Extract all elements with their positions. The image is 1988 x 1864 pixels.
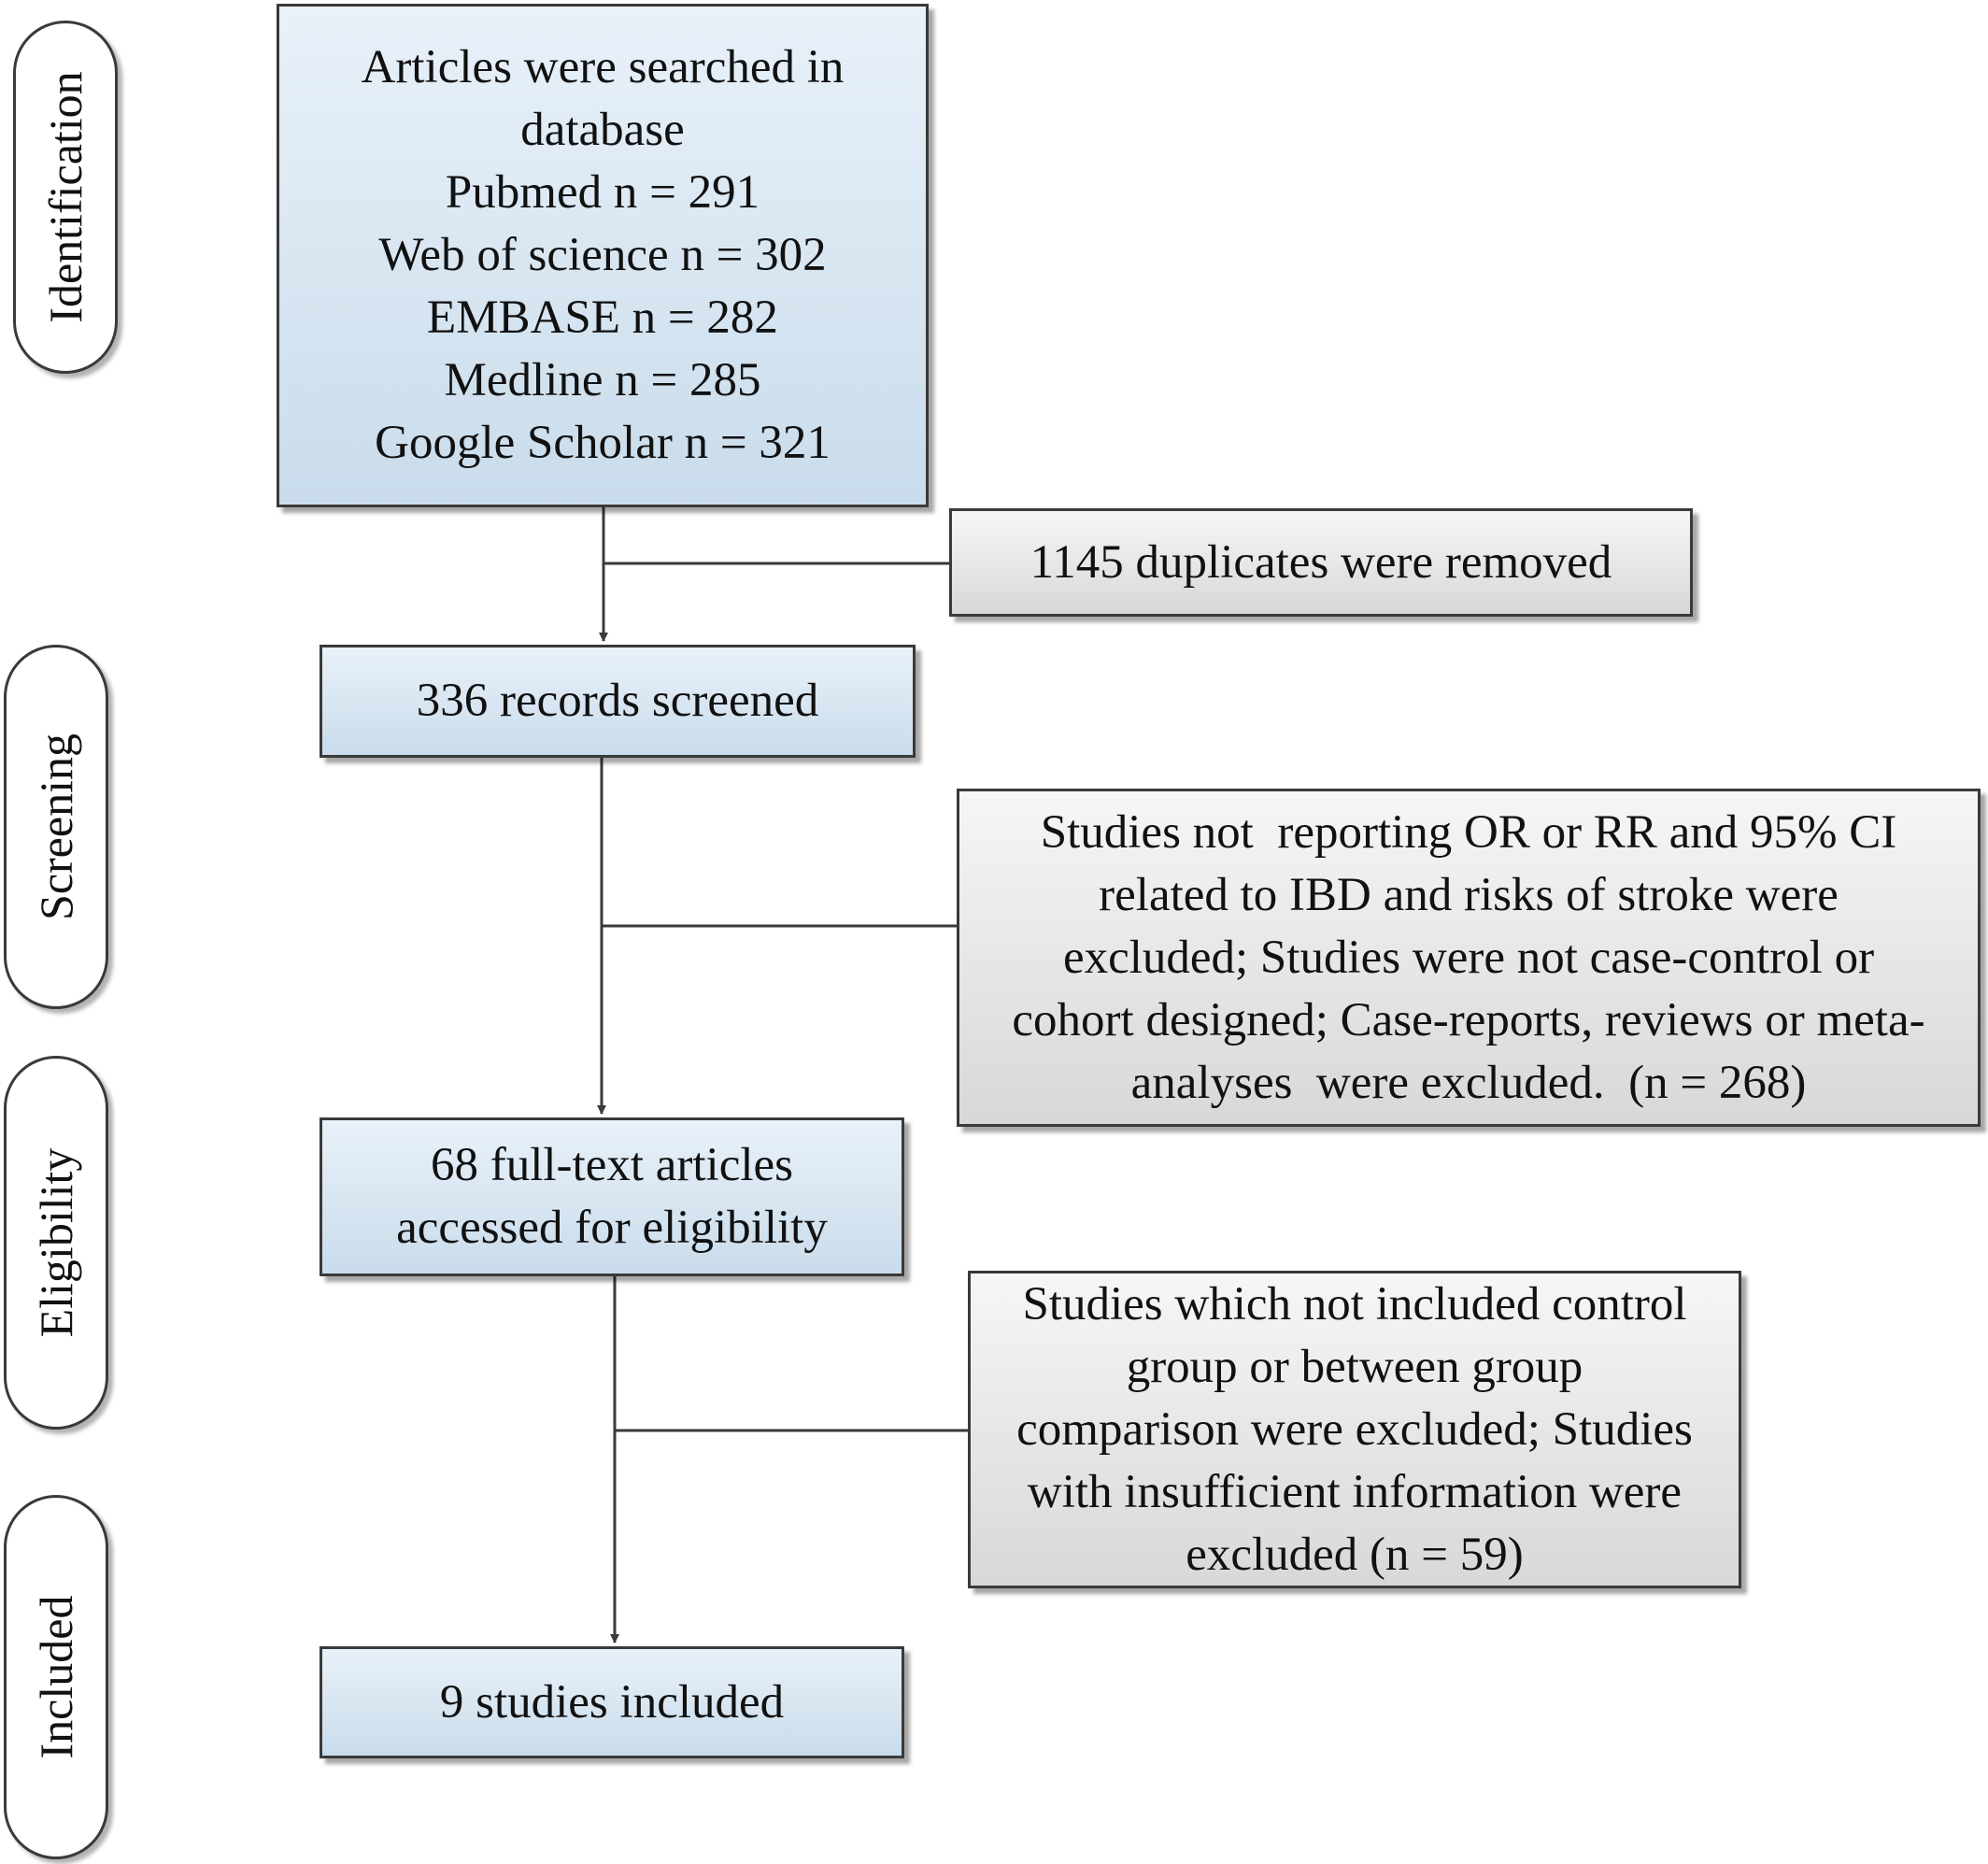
exclusion2-line: excluded (n = 59) xyxy=(1186,1528,1524,1581)
exclusion2-line: comparison were excluded; Studies xyxy=(1016,1402,1693,1456)
search-line: Pubmed n = 291 xyxy=(445,166,760,219)
stage-screening: Screening xyxy=(4,645,108,1009)
fulltext-line: accessed for eligibility xyxy=(396,1202,828,1254)
stage-eligibility: Eligibility xyxy=(4,1056,108,1430)
exclusion1-line: excluded; Studies were not case-control … xyxy=(1062,931,1875,984)
stage-eligibility-label: Eligibility xyxy=(30,1147,82,1338)
exclusion2-line: with insufficient information were xyxy=(1027,1465,1683,1518)
exclusion2-line: group or between group xyxy=(1126,1340,1583,1393)
fulltext-line: 68 full-text articles xyxy=(430,1139,794,1191)
exclusion2-line: Studies which not included control xyxy=(1022,1277,1687,1330)
search-line: Web of science n = 302 xyxy=(378,229,827,281)
stage-included-label: Included xyxy=(30,1595,82,1759)
search-line: Articles were searched in xyxy=(361,41,845,93)
screened-box: 336 records screened xyxy=(320,645,916,758)
fulltext-box: 68 full-text articles accessed for eligi… xyxy=(320,1117,904,1276)
exclusion1-line: analyses were excluded. (n = 268) xyxy=(1130,1056,1807,1109)
exclusion2-box: Studies which not included control group… xyxy=(968,1271,1741,1588)
stage-identification: Identification xyxy=(13,21,118,374)
stage-identification-label: Identification xyxy=(39,71,92,323)
exclusion1-line: Studies not reporting OR or RR and 95% C… xyxy=(1040,805,1897,859)
search-line: Google Scholar n = 321 xyxy=(375,417,831,469)
stage-included: Included xyxy=(4,1495,108,1859)
screened-line: 336 records screened xyxy=(416,675,819,727)
stage-screening-label: Screening xyxy=(30,733,82,920)
exclusion1-box: Studies not reporting OR or RR and 95% C… xyxy=(957,789,1981,1127)
duplicates-box: 1145 duplicates were removed xyxy=(949,508,1693,617)
search-line: Medline n = 285 xyxy=(444,354,761,406)
search-line: EMBASE n = 282 xyxy=(427,292,778,344)
search-box: Articles were searched in database Pubme… xyxy=(277,4,929,507)
duplicates-line: 1145 duplicates were removed xyxy=(1030,535,1612,589)
exclusion1-line: related to IBD and risks of stroke were xyxy=(1099,868,1839,921)
included-box: 9 studies included xyxy=(320,1646,904,1758)
exclusion1-line: cohort designed; Case-reports, reviews o… xyxy=(1012,993,1925,1046)
search-line: database xyxy=(520,104,685,156)
included-line: 9 studies included xyxy=(439,1675,785,1729)
